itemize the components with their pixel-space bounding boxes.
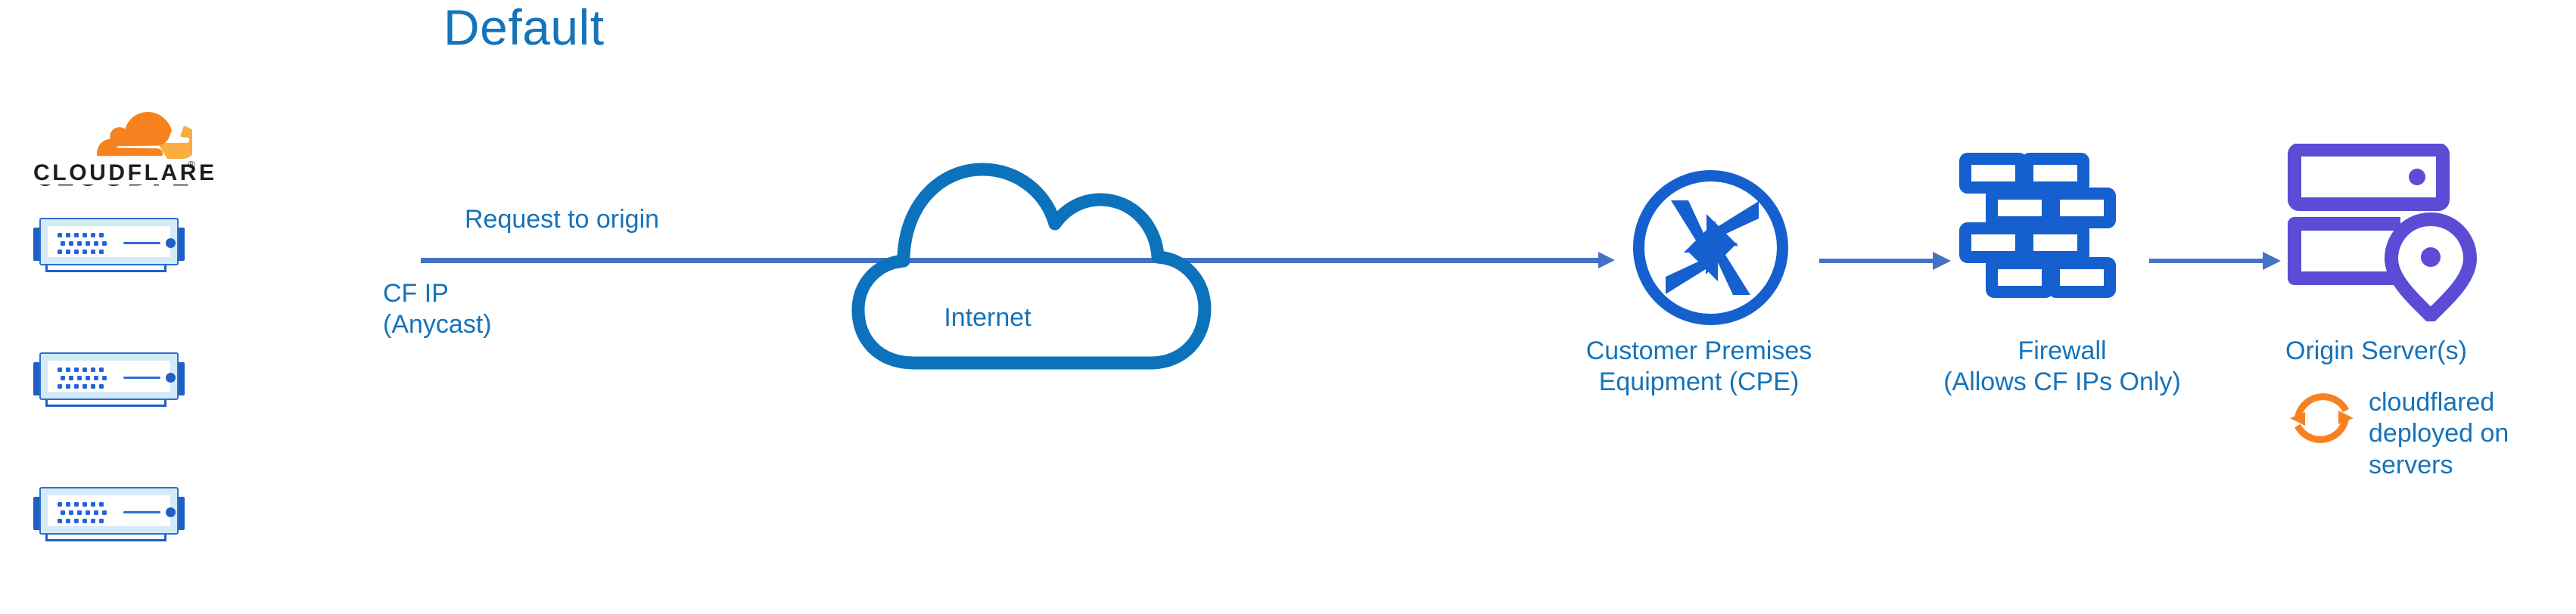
cloudflare-wordmark: CLOUDFLARE	[33, 160, 217, 185]
main-flow-arrow	[421, 250, 1616, 272]
registered-trademark-mark: ®	[188, 159, 195, 170]
brick-wall-icon	[1959, 153, 2116, 298]
request-to-origin-label: Request to origin	[465, 205, 660, 234]
arrow-head-icon	[2263, 252, 2281, 270]
server-vents-icon	[58, 502, 107, 523]
arrow-cpe-to-firewall	[1819, 252, 1952, 270]
cloudflared-label: cloudflared deployed on servers	[2369, 388, 2509, 479]
server-led-icon	[166, 507, 176, 517]
server-status-line	[123, 242, 160, 244]
page-title: Default	[443, 0, 605, 55]
server-vents-icon	[58, 367, 107, 389]
origin-server-label: Origin Server(s)	[2285, 336, 2467, 365]
arrow-shaft	[421, 258, 1600, 263]
server-led-icon	[166, 238, 176, 248]
arrow-shaft	[2149, 259, 2264, 263]
internet-label: Internet	[944, 303, 1031, 332]
server-body	[39, 352, 179, 400]
cpe-label: Customer Premises Equipment (CPE)	[1585, 336, 1812, 397]
cloudflare-edge-server-1	[33, 218, 185, 274]
arrow-firewall-to-origin	[2149, 252, 2282, 270]
firewall-label: Firewall (Allows CF IPs Only)	[1943, 336, 2181, 397]
cloud-icon	[851, 163, 1212, 370]
router-icon	[1633, 170, 1788, 325]
cloudflare-edge-server-2	[33, 352, 185, 408]
cloudflare-cloud-mark	[97, 112, 192, 159]
server-led-icon	[166, 373, 176, 383]
server-status-line	[123, 377, 160, 379]
server-body	[39, 487, 179, 535]
server-face	[48, 361, 176, 392]
sync-refresh-icon	[2290, 393, 2354, 443]
server-body	[39, 218, 179, 265]
arrow-head-icon	[1933, 252, 1951, 270]
server-face	[48, 495, 176, 526]
cf-ip-anycast-label: CF IP (Anycast)	[383, 279, 492, 340]
server-stack-pin-icon	[2288, 144, 2477, 321]
server-vents-icon	[58, 233, 107, 254]
server-status-line	[123, 511, 160, 513]
arrow-head-icon	[1598, 252, 1615, 268]
arrow-shaft	[1819, 259, 1934, 263]
cloudflare-edge-server-3	[33, 487, 185, 543]
server-face	[48, 226, 176, 257]
